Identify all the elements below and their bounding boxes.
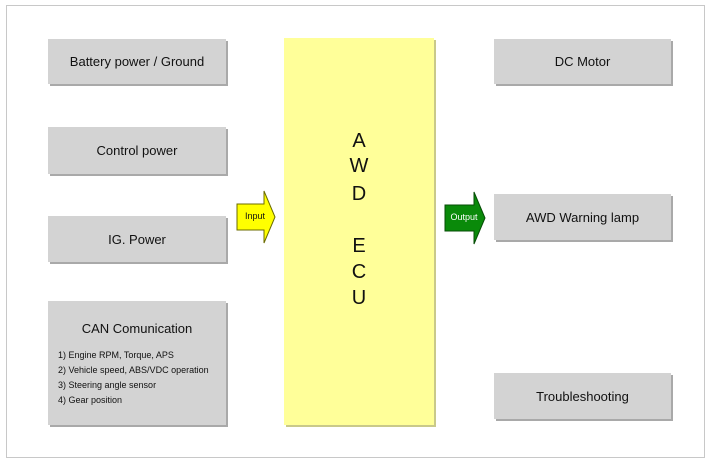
can-communication-title: CAN Comunication	[81, 321, 193, 336]
can-signal-item: 2) Vehicle speed, ABS/VDC operation	[58, 365, 209, 375]
ecu-letter: U	[351, 287, 367, 309]
ecu-letter: A	[352, 130, 366, 152]
output-arrow: Output	[444, 191, 486, 245]
battery-power-label: Battery power / Ground	[69, 54, 205, 69]
dc-motor-box: DC Motor	[494, 39, 671, 84]
input-arrow-shape	[236, 190, 276, 244]
control-power-box: Control power	[48, 127, 226, 174]
ig-power-label: IG. Power	[108, 231, 166, 247]
awd-ecu-block: A W D E C U	[284, 38, 434, 425]
ecu-letter: D	[351, 183, 367, 205]
troubleshooting-label: Troubleshooting	[536, 388, 629, 404]
ig-power-box: IG. Power	[48, 216, 226, 262]
can-signal-item: 4) Gear position	[58, 395, 123, 405]
input-arrow: Input	[236, 190, 276, 244]
output-arrow-shape	[444, 191, 486, 245]
awd-warning-lamp-label: AWD Warning lamp	[525, 209, 640, 225]
can-signal-item: 1) Engine RPM, Torque, APS	[58, 350, 174, 360]
ecu-letter: W	[349, 155, 369, 177]
can-signal-list: 1) Engine RPM, Torque, APS 2) Vehicle sp…	[48, 348, 209, 408]
ecu-letter: C	[351, 261, 367, 283]
ecu-letter: E	[352, 235, 366, 257]
can-signal-item: 3) Steering angle sensor	[58, 380, 157, 390]
battery-power-box: Battery power / Ground	[48, 39, 226, 84]
can-communication-box: CAN Comunication 1) Engine RPM, Torque, …	[48, 301, 226, 425]
input-arrow-label: Input	[244, 211, 266, 221]
output-arrow-label: Output	[450, 212, 478, 222]
control-power-label: Control power	[96, 143, 178, 158]
dc-motor-label: DC Motor	[554, 54, 611, 69]
awd-warning-lamp-box: AWD Warning lamp	[494, 194, 671, 240]
troubleshooting-box: Troubleshooting	[494, 373, 671, 419]
